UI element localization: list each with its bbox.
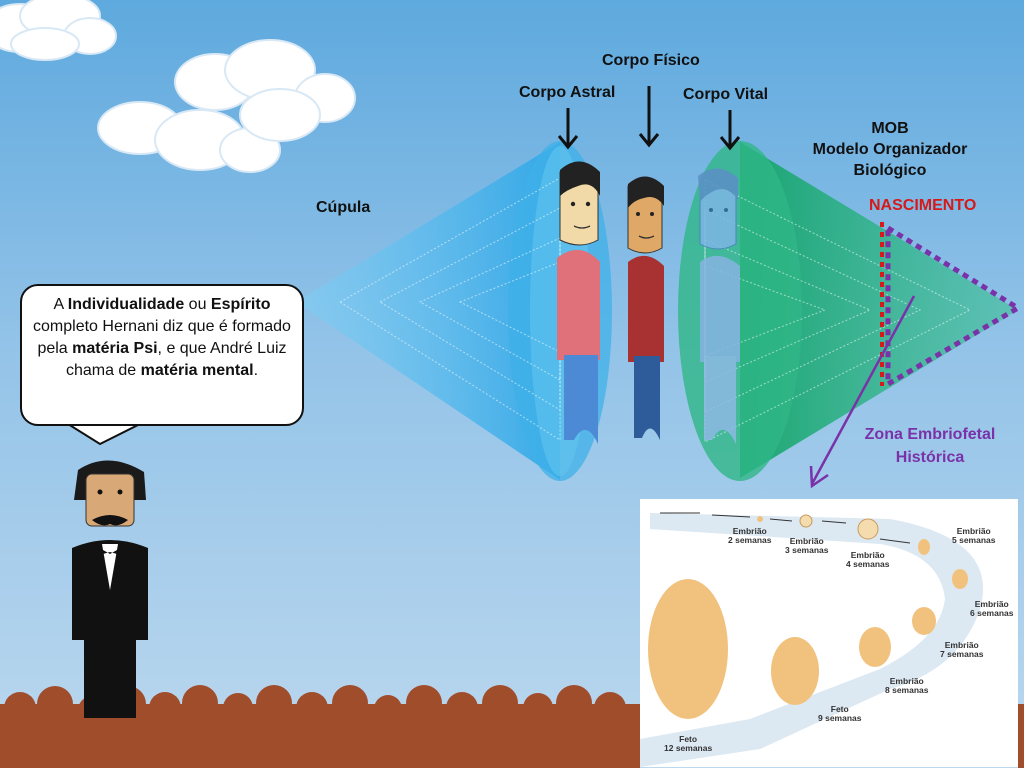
label-corpo-astral: Corpo Astral: [519, 84, 616, 101]
embryo-stage-name: Feto: [679, 734, 698, 744]
embryo-stage-name: Embrião: [956, 526, 991, 536]
embryo-stage-age: 7 semanas: [940, 649, 984, 659]
embryo-stage-name: Embrião: [789, 536, 824, 546]
embryo-stage-name: Embrião: [732, 526, 767, 536]
corpo-astral-figure: [557, 161, 600, 444]
label-corpo-fisico: Corpo Físico: [602, 52, 700, 69]
arrow-down-icon: [557, 108, 579, 150]
embryo-stage-age: 6 semanas: [970, 608, 1014, 618]
embryo-stage-age: 9 semanas: [818, 713, 862, 723]
label-nascimento: NASCIMENTO: [869, 197, 977, 214]
embryo-stage-age: 3 semanas: [785, 545, 829, 555]
label-zona-line2: Histórica: [895, 449, 965, 466]
label-zona: Zona Embriofetal Histórica: [857, 423, 1003, 469]
embryo-stage-name: Embrião: [850, 550, 885, 560]
embryo-illustration: [640, 512, 984, 767]
cloud-icon: [0, 0, 117, 61]
embryo-stage-name: Embrião: [974, 599, 1009, 609]
speech-bold: matéria mental: [140, 362, 254, 379]
embryo-stage-name: Embrião: [889, 676, 924, 686]
speech-text: , e que André Luiz chama de: [65, 340, 287, 379]
embryo-stage-name: Feto: [830, 704, 849, 714]
embryo-stage-name: Embrião: [944, 640, 979, 650]
speech-bubble: A Individualidade ou Espírito completo H…: [20, 284, 304, 426]
label-mob: MOB Modelo Organizador Biológico: [805, 118, 975, 181]
label-zona-line1: Zona Embriofetal: [864, 426, 996, 443]
speech-bold: Individualidade: [67, 296, 185, 313]
zona-arrow: [809, 295, 916, 489]
ground: [0, 685, 1024, 768]
label-mob-line3: Biológico: [853, 162, 927, 179]
cloud-icon: [97, 39, 356, 173]
arrow-down-icon: [638, 86, 660, 148]
embryo-stage-age: 8 semanas: [885, 685, 929, 695]
embryo-stage-age: 2 semanas: [728, 535, 772, 545]
hernani-figure: [72, 460, 148, 718]
arrow-down-icon: [719, 110, 741, 151]
label-corpo-vital: Corpo Vital: [683, 86, 769, 103]
embryo-stage-age: 4 semanas: [846, 559, 890, 569]
corpo-fisico-figure: [627, 176, 664, 440]
speech-bold: Espírito: [210, 296, 271, 313]
speech-bold: matéria Psi: [72, 340, 158, 357]
label-mob-line2: Modelo Organizador: [812, 141, 968, 158]
speech-text: A: [53, 296, 68, 313]
speech-text: .: [253, 362, 259, 379]
speech-tail: [64, 423, 141, 446]
speech-text: completo Hernani diz que é formado pela: [33, 318, 291, 357]
label-mob-line1: MOB: [871, 120, 909, 137]
label-cupula: Cúpula: [316, 199, 371, 216]
embryo-stage-age: 12 semanas: [664, 743, 713, 753]
speech-text: ou: [184, 296, 211, 313]
corpo-vital-figure: [698, 168, 740, 444]
embryo-stage-age: 5 semanas: [952, 535, 996, 545]
